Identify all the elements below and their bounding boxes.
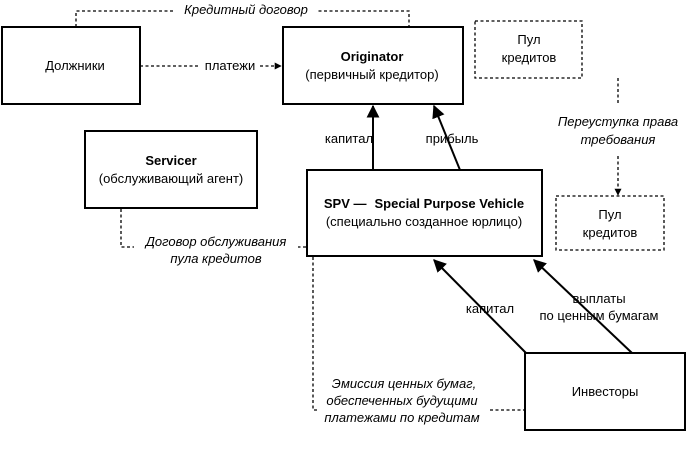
- servicer-subtitle: (обслуживающий агент): [99, 171, 244, 186]
- pool-top-line2: кредитов: [502, 50, 557, 65]
- credit-agreement-label-bg: [174, 0, 318, 18]
- originator-title: Originator: [341, 49, 404, 64]
- spv-full-name: Special Purpose Vehicle: [375, 196, 525, 211]
- securities-payments-label-line2: по ценным бумагам: [540, 308, 659, 323]
- emission-label-line2: обеспеченных будущими: [326, 393, 477, 408]
- pool-top-line1: Пул: [517, 32, 540, 47]
- pool-top-box: [474, 20, 583, 79]
- pool-bottom-box: [555, 195, 665, 251]
- emission-label-line1: Эмиссия ценных бумаг,: [332, 376, 476, 391]
- assignment-label-line1: Переуступка права: [558, 114, 678, 129]
- spv-subtitle: (специально созданное юрлицо): [326, 214, 522, 229]
- service-agreement-label-line1: Договор обслуживания: [144, 234, 287, 249]
- debtors-box: [1, 26, 141, 105]
- emission-label-line3: платежами по кредитам: [324, 410, 479, 425]
- pool-bottom-line1: Пул: [598, 207, 621, 222]
- service-agreement-label-bg: [134, 234, 298, 250]
- capital-from-investors-arrow: [433, 259, 527, 354]
- pool-bottom-line2: кредитов: [583, 225, 638, 240]
- debtors-label: Должники: [45, 58, 105, 73]
- servicer-box: [84, 130, 258, 209]
- profit-arrow: [432, 104, 461, 171]
- securities-payments-label-line1: выплаты: [572, 291, 625, 306]
- investors-box: [524, 352, 686, 431]
- payments-label: платежи: [205, 58, 255, 73]
- profit-label: прибыль: [426, 131, 479, 146]
- investors-label: Инвесторы: [572, 384, 639, 399]
- originator-subtitle: (первичный кредитор): [305, 67, 438, 82]
- service-agreement-label-line2: пула кредитов: [170, 251, 261, 266]
- spv-box: [306, 169, 543, 257]
- spv-prefix: SPV —: [324, 196, 367, 211]
- capital-to-originator-label: капитал: [325, 131, 373, 146]
- securities-payments-arrow: [533, 259, 633, 354]
- servicer-title: Servicer: [145, 153, 196, 168]
- originator-box: [282, 26, 464, 105]
- capital-from-investors-label: капитал: [466, 301, 514, 316]
- assignment-label-line2: требования: [581, 132, 656, 147]
- spv-title: SPV — Special Purpose Vehicle: [324, 196, 524, 211]
- credit-agreement-label: Кредитный договор: [184, 2, 308, 17]
- emission-label-bg: [318, 394, 488, 428]
